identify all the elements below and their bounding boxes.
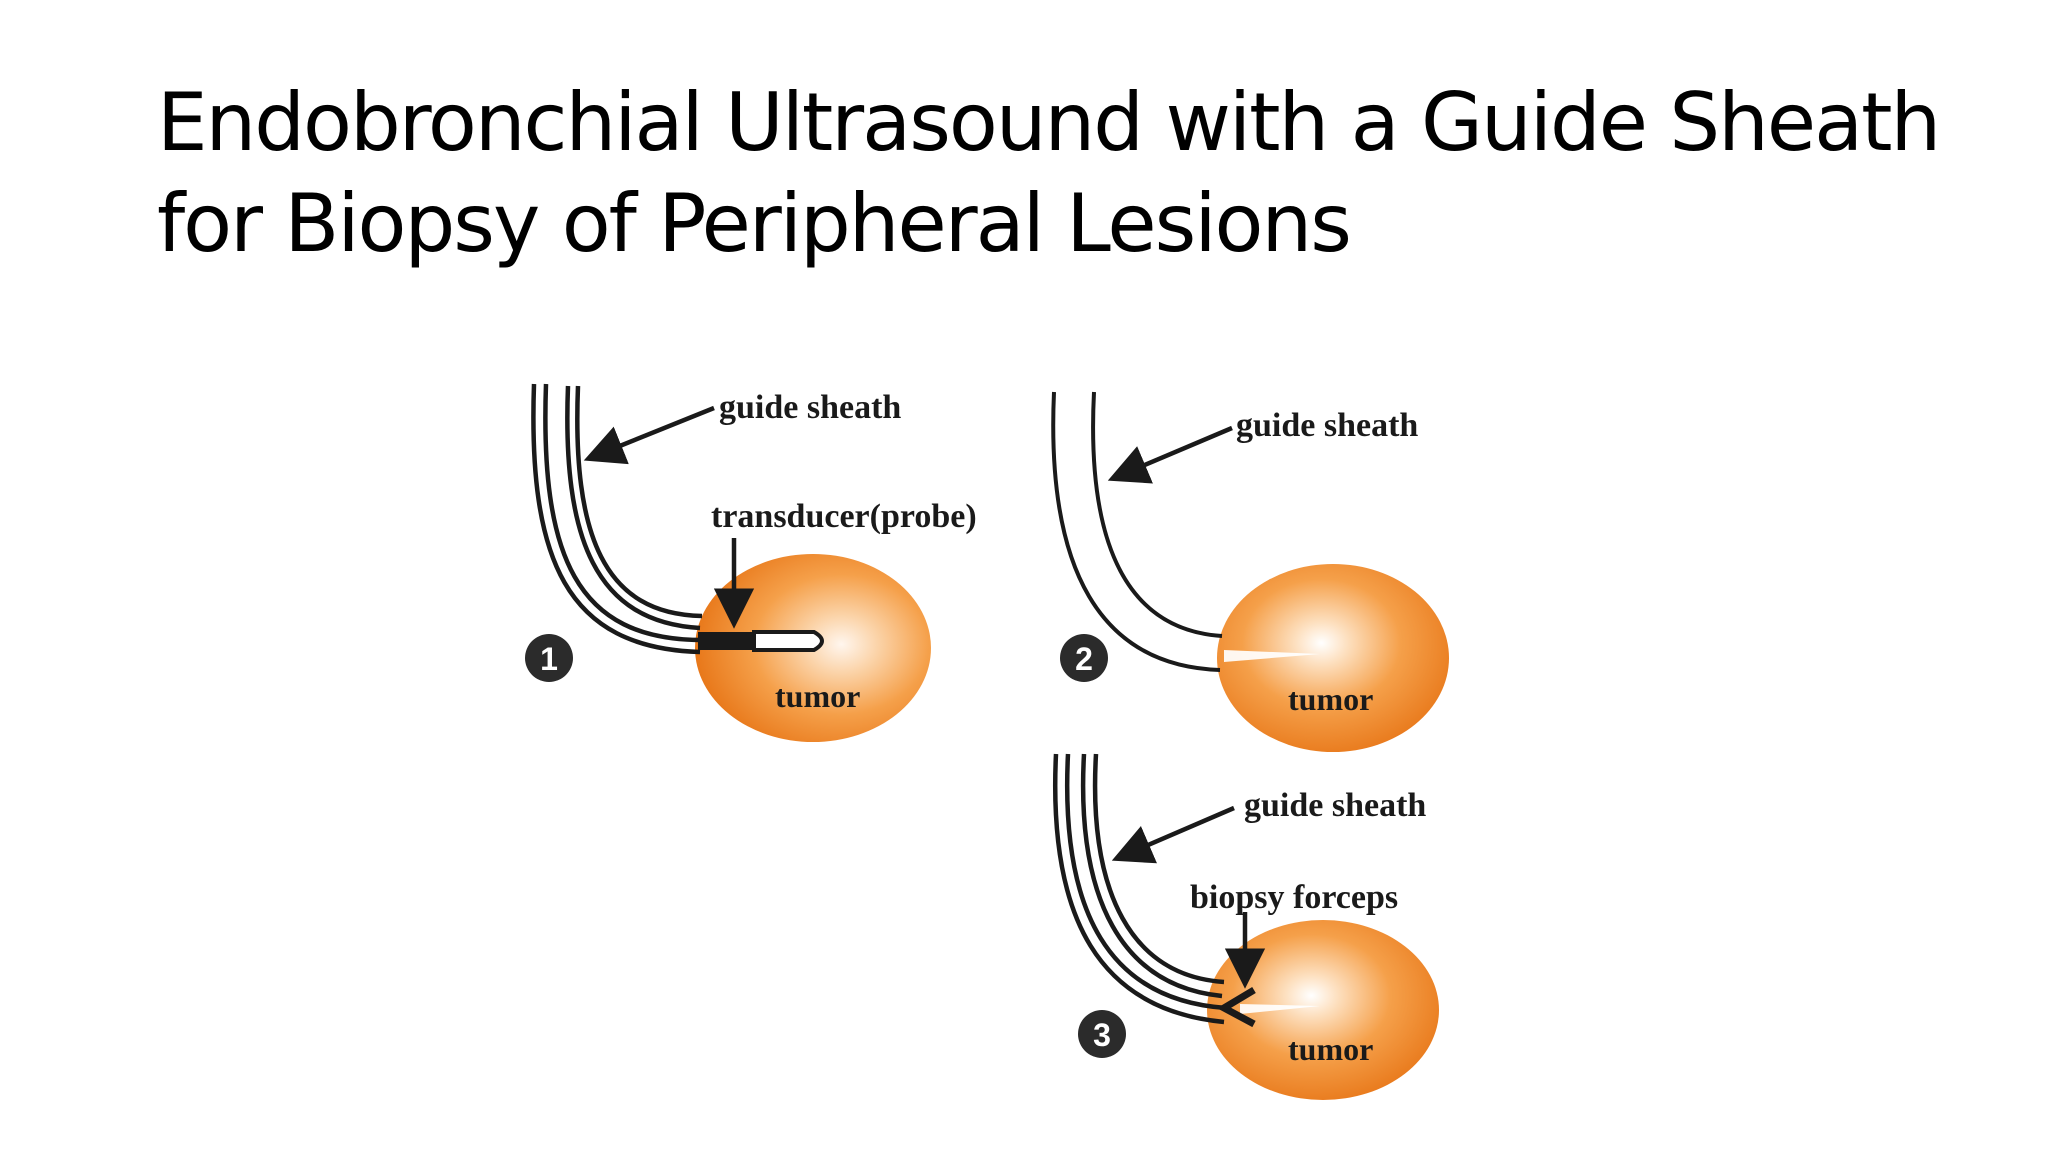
step-number-icon: 1 <box>525 634 573 682</box>
tumor-label-3: tumor <box>1288 1031 1373 1067</box>
panel-1: guide sheath transducer(probe) tumor 1 <box>525 383 977 742</box>
tumor-label-2: tumor <box>1288 681 1373 717</box>
sheath-label-3: guide sheath <box>1244 787 1426 824</box>
panel-3: guide sheath biopsy forceps tumor 3 <box>1053 753 1439 1100</box>
sheath-label-2: guide sheath <box>1236 407 1418 444</box>
transducer-probe-icon <box>698 630 824 652</box>
guide-sheath-1 <box>531 383 703 655</box>
guide-sheath-2 <box>1051 391 1223 672</box>
biopsy-channel-2 <box>1224 650 1320 662</box>
guide-sheath-3 <box>1053 753 1227 1025</box>
step-number-1: 1 <box>540 641 558 677</box>
slide-title-line-1: Endobronchial Ultrasound with a Guide Sh… <box>157 76 1941 169</box>
biopsy-forceps-icon <box>1216 986 1256 1028</box>
arrow-icon <box>1111 805 1235 864</box>
step-number-2: 2 <box>1075 641 1093 677</box>
tool-label-3: biopsy forceps <box>1190 879 1398 916</box>
sheath-label-1: guide sheath <box>719 389 901 426</box>
tumor-2 <box>1217 564 1449 752</box>
panel-2: guide sheath tumor 2 <box>1051 391 1449 752</box>
step-number-icon: 2 <box>1060 634 1108 682</box>
step-number-icon: 3 <box>1078 1010 1126 1058</box>
arrow-icon <box>1107 425 1233 484</box>
tumor-label-1: tumor <box>775 678 860 714</box>
slide-title-line-2: for Biopsy of Peripheral Lesions <box>157 177 1352 270</box>
tool-label-1: transducer(probe) <box>711 498 977 535</box>
step-number-3: 3 <box>1093 1017 1111 1053</box>
biopsy-channel-3 <box>1240 1004 1320 1014</box>
slide-title: Endobronchial Ultrasound with a Guide Sh… <box>157 72 1957 274</box>
arrow-icon <box>583 405 715 465</box>
